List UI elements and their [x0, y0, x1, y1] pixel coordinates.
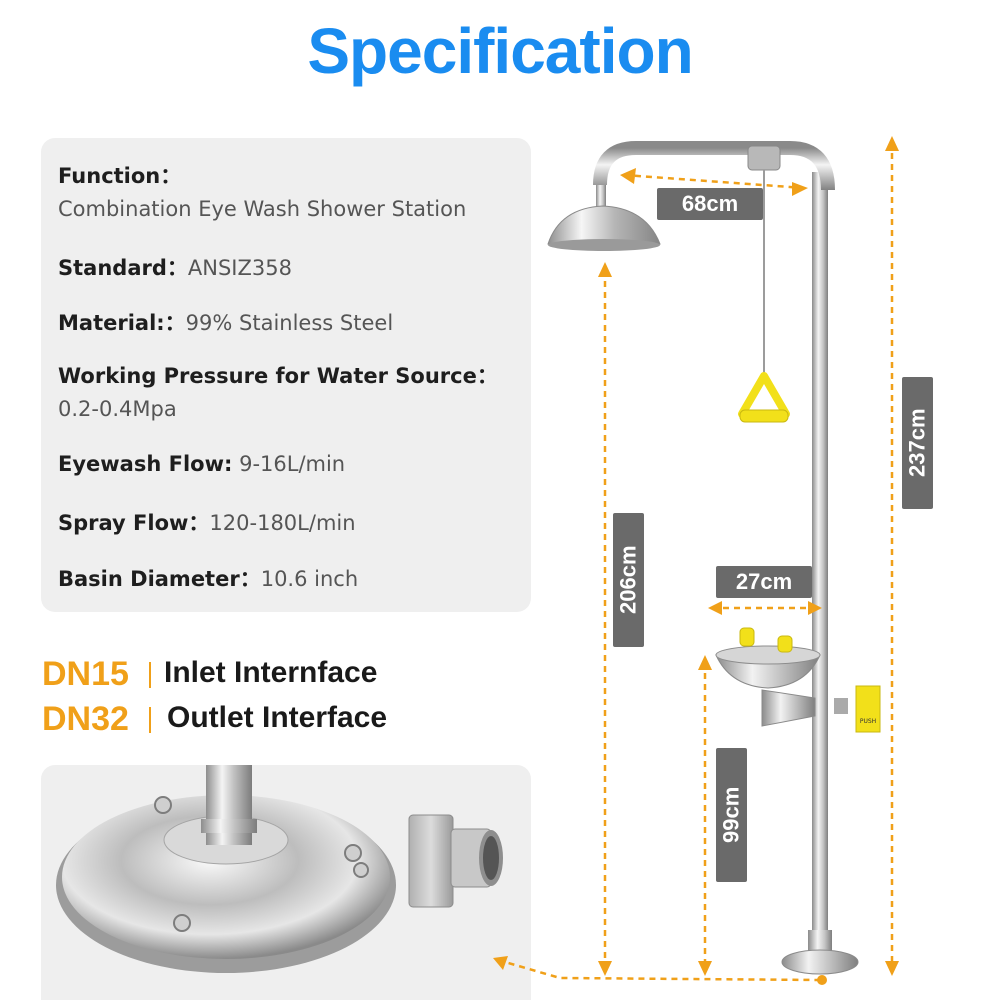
pipe-collar [201, 819, 257, 833]
push-plate-text: PUSH [860, 718, 876, 725]
dimension-arrows [493, 136, 899, 985]
inlet-label: Inlet Internface [164, 656, 378, 689]
arrow [698, 961, 712, 976]
spec-material: Material:：99% Stainless Steel [58, 307, 393, 337]
arrow [620, 168, 636, 184]
bolt [154, 796, 172, 814]
outlet-divider [149, 707, 151, 733]
bolt [353, 862, 369, 878]
bolt [173, 914, 191, 932]
shower-head [547, 205, 661, 245]
arrow [598, 262, 612, 277]
main-pipe [812, 172, 828, 952]
dim-label-basin-width: 27cm [716, 566, 812, 598]
spec-function: Function： [58, 160, 181, 190]
arrow [493, 956, 508, 970]
pressure-label: Working Pressure for Water Source： [58, 364, 498, 388]
spray-value: 120-180L/min [209, 511, 356, 535]
flange-bolts [154, 796, 369, 932]
detail-panel [41, 765, 531, 1000]
function-value: Combination Eye Wash Shower Station [58, 197, 467, 221]
spray-label: Spray Flow： [58, 511, 210, 535]
arrow [885, 136, 899, 151]
pull-handle [738, 372, 790, 418]
spec-eyewash: Eyewash Flow: 9-16L/min [58, 452, 345, 476]
valve-body [747, 145, 781, 171]
function-label: Function： [58, 164, 182, 188]
inlet-divider [149, 662, 151, 688]
flange-base [62, 795, 390, 959]
floor-flange [781, 949, 859, 975]
eyewash-label: Eyewash Flow: [58, 452, 233, 476]
shower-neck [596, 185, 606, 213]
eyewash-value: 9-16L/min [239, 452, 346, 476]
dim-label-total-height: 237cm [902, 377, 933, 509]
eyewash-bowl-rim [715, 645, 821, 665]
basin-label: Basin Diameter： [58, 567, 261, 591]
standard-value: ANSIZ358 [187, 256, 292, 280]
dimension-lines [497, 142, 894, 982]
outlet-label: Outlet Interface [167, 701, 388, 734]
push-plate [855, 685, 881, 733]
dim-label-basin-height: 99cm [716, 748, 747, 882]
inlet-code: DN15 [42, 655, 129, 693]
shower-head-rim [548, 239, 660, 251]
arrow [598, 961, 612, 976]
dim-label-shower-height: 206cm [613, 513, 644, 647]
tee-fitting [408, 814, 503, 908]
standard-label: Standard： [58, 256, 188, 280]
push-valve [834, 698, 848, 714]
dim-line-arm [623, 173, 805, 190]
bolt [344, 844, 362, 862]
dim-line-floor [497, 958, 821, 982]
spec-standard: Standard：ANSIZ358 [58, 252, 292, 282]
material-label: Material:： [58, 311, 186, 335]
pressure-value: 0.2-0.4Mpa [58, 397, 177, 421]
spec-spray: Spray Flow：120-180L/min [58, 507, 356, 537]
material-value: 99% Stainless Steel [185, 311, 394, 335]
detail-illustration [56, 765, 503, 973]
pull-handle-grip [739, 409, 789, 423]
shower-arm [593, 141, 835, 191]
nozzle [739, 627, 755, 647]
arrow [885, 961, 899, 976]
arrow [698, 655, 712, 670]
nozzle [777, 635, 793, 653]
spec-pressure: Working Pressure for Water Source： [58, 360, 498, 390]
arrow [708, 601, 722, 615]
arrow [808, 601, 822, 615]
basin-value: 10.6 inch [260, 567, 359, 591]
page-title: Specification [307, 15, 693, 87]
outlet-code: DN32 [42, 700, 129, 738]
spec-basin: Basin Diameter：10.6 inch [58, 563, 358, 593]
eyewash-nozzles [739, 627, 793, 653]
dim-label-arm: 68cm [657, 188, 763, 220]
floor-point [817, 975, 827, 985]
arrow [792, 182, 808, 196]
eyewash-bracket [761, 689, 816, 727]
spec-panel: Function： Combination Eye Wash Shower St… [41, 138, 531, 612]
